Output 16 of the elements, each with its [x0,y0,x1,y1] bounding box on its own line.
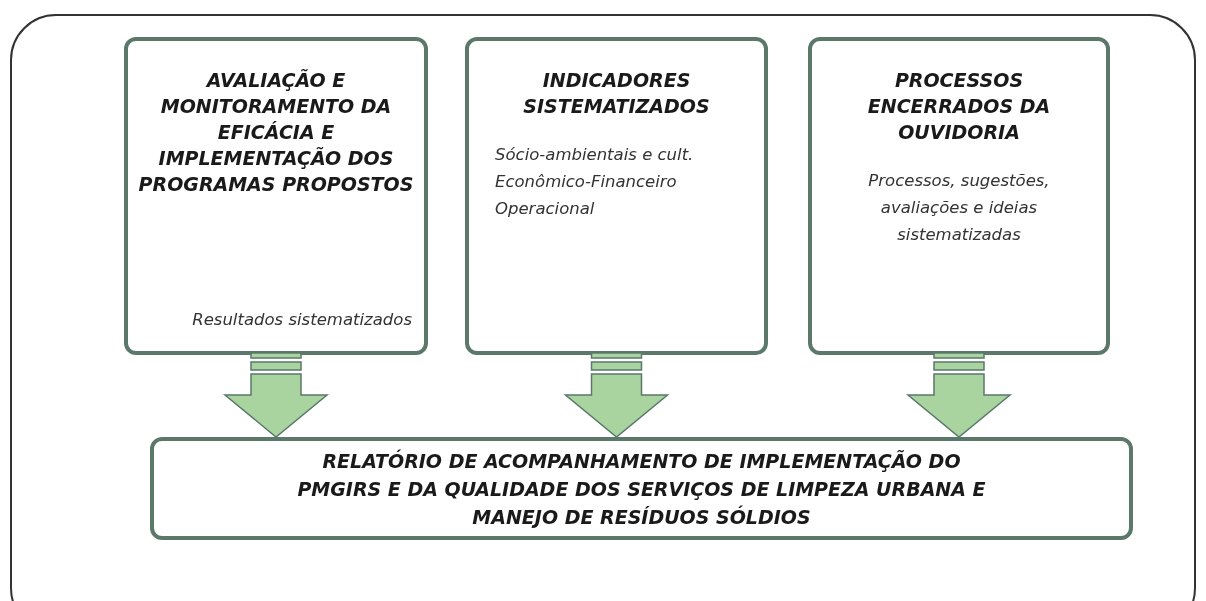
report-title: RELATÓRIO DE ACOMPANHAMENTO DE IMPLEMENTAÇÃO DO PMGIRS E DA QUALIDADE DOS SERVIÇOS DE LIMPEZA URBANA E MANEJO DE RESÍDUOS SÓLDIOS [296,448,987,530]
box-heading: PROCESSOS ENCERRADOS DA OUVIDORIA [866,68,1052,145]
source-box [465,37,768,355]
block-arrow [563,352,670,438]
box-body-text: Sócio-ambientais e cult. [495,144,694,166]
block-arrow [222,352,330,438]
box-heading: INDICADORES SISTEMATIZADOS [522,68,711,119]
box-body-text: Processos, sugestões, avaliações e ideias sistematizadas [867,170,1051,246]
box-body-text: Operacional [495,198,596,220]
box-body-text: Resultados sistematizados [192,309,412,331]
report-box [150,437,1133,540]
block-arrow [905,352,1013,438]
source-box [808,37,1110,355]
source-box [124,37,428,355]
box-body-text: Econômico-Financeiro [495,171,678,193]
box-heading: AVALIAÇÃO E MONITORAMENTO DA EFICÁCIA E IMPLEMENTAÇÃO DOS PROGRAMAS PROPOSTOS [137,68,415,197]
